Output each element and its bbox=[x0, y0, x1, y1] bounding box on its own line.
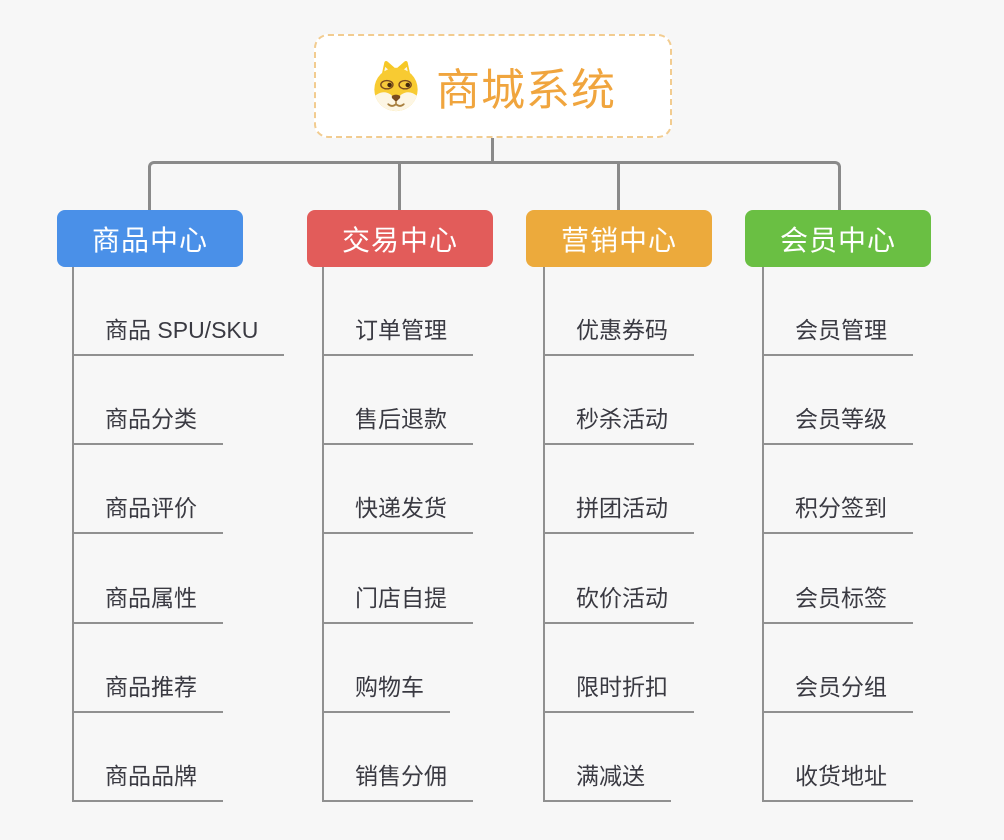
connector-branch-line bbox=[543, 267, 545, 802]
subtopic-limited-time-discount[interactable]: 限时折扣 bbox=[543, 671, 694, 713]
root-topic-title: 商城系统 bbox=[436, 66, 616, 115]
dog-mouth bbox=[387, 103, 405, 107]
connector-branch-line bbox=[762, 267, 764, 802]
branch-topic-member[interactable]: 会员中心 bbox=[745, 210, 931, 267]
subtopic-shipping-address[interactable]: 收货地址 bbox=[762, 760, 913, 802]
connector-branch-line bbox=[322, 267, 324, 802]
branch-column-product: 商品中心 商品 SPU/SKU 商品分类 商品评价 商品属性 商品推荐 商品品牌 bbox=[57, 210, 317, 810]
subtopic-shopping-cart[interactable]: 购物车 bbox=[322, 671, 450, 713]
subtopic-express-delivery[interactable]: 快递发货 bbox=[322, 492, 473, 534]
branch-topic-trade[interactable]: 交易中心 bbox=[307, 210, 493, 267]
subtopic-flash-sale[interactable]: 秒杀活动 bbox=[543, 403, 694, 445]
connector-drop bbox=[617, 161, 620, 210]
branch-column-member: 会员中心 会员管理 会员等级 积分签到 会员标签 会员分组 收货地址 bbox=[745, 210, 1004, 810]
connector-drop bbox=[398, 161, 401, 210]
subtopic-bargain-activity[interactable]: 砍价活动 bbox=[543, 582, 694, 624]
branch-topic-product[interactable]: 商品中心 bbox=[57, 210, 243, 267]
connector-bus bbox=[148, 161, 841, 210]
connector-root-stem bbox=[491, 138, 494, 162]
subtopic-product-attribute[interactable]: 商品属性 bbox=[72, 582, 223, 624]
subtopic-full-reduction[interactable]: 满减送 bbox=[543, 760, 671, 802]
subtopic-product-category[interactable]: 商品分类 bbox=[72, 403, 223, 445]
subtopic-member-level[interactable]: 会员等级 bbox=[762, 403, 913, 445]
subtopic-member-tags[interactable]: 会员标签 bbox=[762, 582, 913, 624]
subtopic-member-groups[interactable]: 会员分组 bbox=[762, 671, 913, 713]
branch-topic-marketing[interactable]: 营销中心 bbox=[526, 210, 712, 267]
connector-branch-line bbox=[72, 267, 74, 802]
subtopic-sales-commission[interactable]: 销售分佣 bbox=[322, 760, 473, 802]
subtopic-order-management[interactable]: 订单管理 bbox=[322, 314, 473, 356]
subtopic-after-sale-refund[interactable]: 售后退款 bbox=[322, 403, 473, 445]
subtopic-product-review[interactable]: 商品评价 bbox=[72, 492, 223, 534]
subtopic-group-buy[interactable]: 拼团活动 bbox=[543, 492, 694, 534]
subtopic-store-pickup[interactable]: 门店自提 bbox=[322, 582, 473, 624]
subtopic-product-brand[interactable]: 商品品牌 bbox=[72, 760, 223, 802]
subtopic-points-checkin[interactable]: 积分签到 bbox=[762, 492, 913, 534]
subtopic-product-recommend[interactable]: 商品推荐 bbox=[72, 671, 223, 713]
subtopic-product-spu-sku[interactable]: 商品 SPU/SKU bbox=[72, 314, 285, 356]
branch-column-marketing: 营销中心 优惠券码 秒杀活动 拼团活动 砍价活动 限时折扣 满减送 bbox=[526, 210, 786, 810]
branch-column-trade: 交易中心 订单管理 售后退款 快递发货 门店自提 购物车 销售分佣 bbox=[307, 210, 567, 810]
root-topic[interactable]: 商城系统 bbox=[314, 34, 672, 138]
dog-face-icon bbox=[374, 61, 418, 112]
subtopic-coupon-code[interactable]: 优惠券码 bbox=[543, 314, 694, 356]
subtopic-member-management[interactable]: 会员管理 bbox=[762, 314, 913, 356]
dog-nose bbox=[391, 94, 401, 102]
